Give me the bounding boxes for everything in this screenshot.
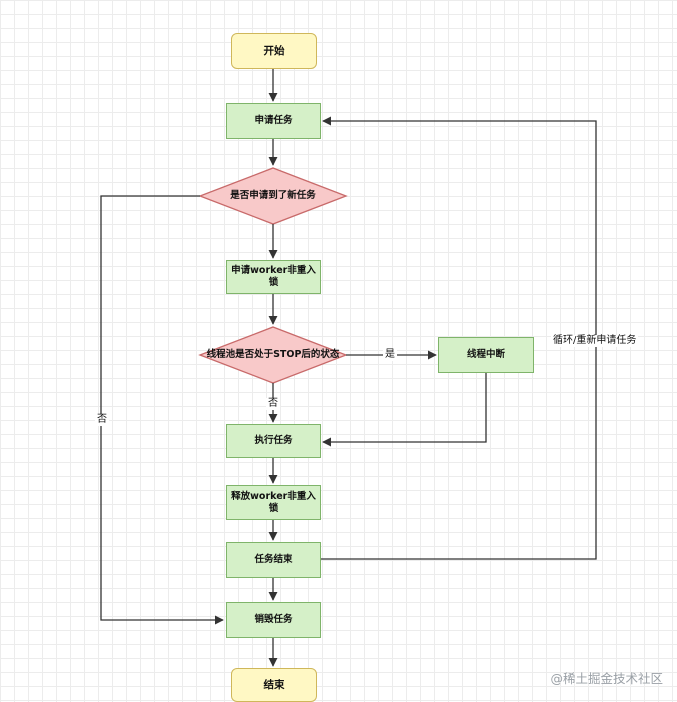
node-apply-lock[interactable]: 申请worker非重入锁 (226, 260, 321, 294)
edge-label-no-run: 否 (266, 398, 280, 410)
node-run-task[interactable]: 执行任务 (226, 424, 321, 458)
edge-label-no-destroy: 否 (95, 414, 109, 426)
node-start[interactable]: 开始 (231, 33, 317, 69)
node-thread-interrupt[interactable]: 线程中断 (438, 337, 534, 373)
edge-no-task-to-destroy (100, 195, 224, 625)
decision-label-pool-stop: 线程池是否处于STOP后的状态 (206, 349, 340, 360)
node-task-end[interactable]: 任务结束 (226, 542, 321, 578)
edge-interrupt-to-run (322, 373, 487, 447)
watermark: @稀土掘金技术社区 (550, 671, 663, 686)
node-end[interactable]: 结束 (231, 668, 317, 702)
node-apply-task[interactable]: 申请任务 (226, 103, 321, 139)
node-release-lock[interactable]: 释放worker非重入锁 (226, 485, 321, 520)
decision-label-got-new-task: 是否申请到了新任务 (230, 190, 316, 201)
node-destroy-task[interactable]: 销毁任务 (226, 602, 321, 638)
edge-label-yes: 是 (383, 349, 397, 361)
edge-label-loop: 循环/重新申请任务 (551, 335, 639, 347)
